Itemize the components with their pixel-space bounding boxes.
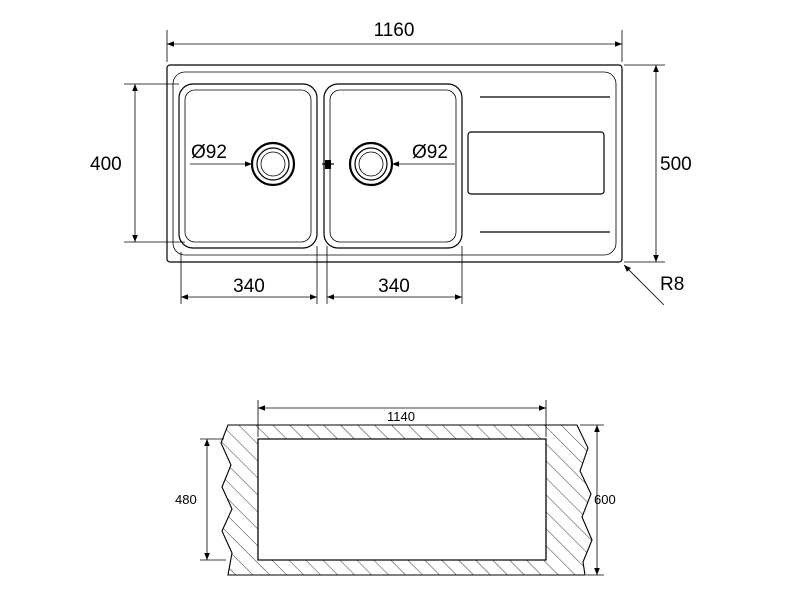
dim-bowl-left-width: 340 <box>180 246 318 304</box>
dim-bowl-right-width: 340 <box>326 246 463 304</box>
dim-cutout-width: 1140 <box>257 400 547 437</box>
left-bowl-inner <box>184 89 312 243</box>
dim-label-cutout-width: 1140 <box>387 409 415 424</box>
dim-drain-right: Ø92 <box>392 142 455 167</box>
dim-label-bowl-depth: 400 <box>90 154 122 175</box>
sink-outer-outline <box>166 64 623 263</box>
cutout-view: 1140 480 600 <box>175 400 616 576</box>
dim-label-overall-width: 1160 <box>374 20 415 41</box>
dim-label-drain-right: Ø92 <box>412 142 448 163</box>
dim-label-cutout-depth-left: 480 <box>175 492 197 507</box>
dim-cutout-depth-left: 480 <box>175 438 226 561</box>
dim-cutout-depth-right: 600 <box>580 424 616 576</box>
dim-label-bowl-right-width: 340 <box>378 276 410 297</box>
drainer-board <box>467 96 610 233</box>
dim-label-drain-left: Ø92 <box>191 142 227 163</box>
dim-label-overall-depth: 500 <box>660 154 692 175</box>
dim-overall-depth: 500 <box>624 64 692 263</box>
dim-bowl-depth: 400 <box>90 83 185 243</box>
overflow-connector-icon <box>322 160 334 169</box>
left-drain-icon <box>250 141 296 187</box>
dim-corner-radius: R8 <box>623 264 684 306</box>
dim-label-cutout-depth-right: 600 <box>594 492 616 507</box>
right-bowl-outer <box>323 83 463 249</box>
cutout-hatched-countertop <box>220 424 593 576</box>
dim-label-bowl-left-width: 340 <box>233 276 265 297</box>
sink-plan-view: 1160 500 400 Ø92 Ø92 <box>90 20 692 306</box>
dim-overall-width: 1160 <box>166 20 623 62</box>
sink-inner-rim <box>172 71 617 256</box>
right-drain-icon <box>348 141 394 187</box>
cutout-opening <box>257 438 547 561</box>
dim-drain-left: Ø92 <box>190 142 252 167</box>
dim-label-corner-radius: R8 <box>660 274 684 295</box>
left-bowl-outer <box>178 83 318 249</box>
